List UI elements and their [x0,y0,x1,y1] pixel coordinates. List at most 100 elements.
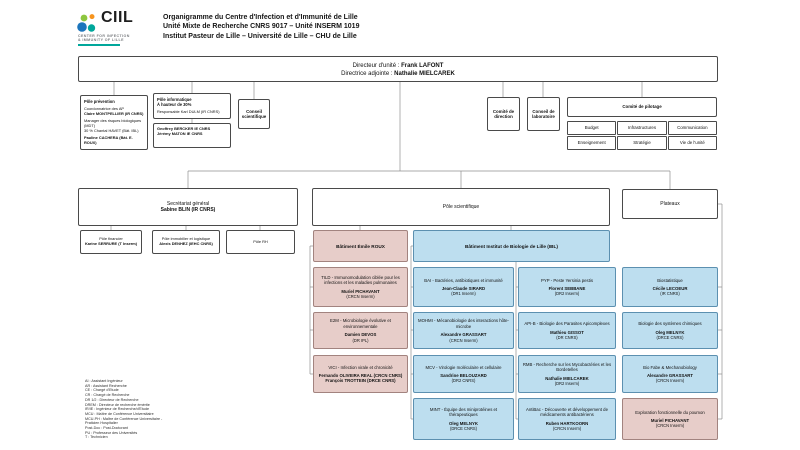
title-line1: Organigramme du Centre d'Infection et d'… [163,14,358,21]
pole-informatique-subtitle: À hauteur de 30% [157,102,192,108]
document-title: Organigramme du Centre d'Infection et d'… [163,13,359,41]
pole-scientifique-box: Pôle scientifique [312,188,610,226]
team-leader: Florent SEBBANE [548,286,586,292]
team-co-leader: François TROTTEIN (DRCE CNRS) [325,378,396,384]
informatique-staff2: Jérémy MATON IE CNRS [157,130,203,136]
comite-direction-box: Comité de direction [487,97,520,131]
team-leader: Oleg MELNYK [449,420,478,426]
logo-subtitle-line1: CENTER FOR INFECTION [78,34,130,38]
pole-financier-box: Pôle financier Karine SERRURE (T Inserm) [80,230,142,254]
pilotage-cell-infrastructures: Infrastructures [617,121,667,135]
legend-line: MCU-PH : Maître de Conférence Universita… [85,416,163,421]
team-box-pyp: PYP - Peste Yersinia pestis Florent SEBB… [518,267,616,307]
deputy-label: Directrice adjointe : [341,71,395,77]
pilotage-grid: Budget Infrastructures Communication Ens… [567,121,717,150]
plateau-leader: Oleg MELNYK [655,329,685,335]
prevention-line1: Coordonnatrice des AP [84,105,125,111]
team-leader-status: (DR1 Inserm) [451,291,476,297]
plateau-leader: Muriel PICHAVANT [650,418,690,424]
ciil-logo-icon [76,12,100,38]
logo-acronym: CIIL [101,9,134,26]
team-leader: Jean-Claude SIRARD [441,286,486,292]
team-title: RMB - Recherche sur les Mycobactéries et… [522,361,612,373]
plateau-leader: Alexandre GRASSART [646,373,694,379]
pilotage-cell-strategie: Stratégie [617,136,667,150]
logo-subtitle-line2: & IMMUNITY OF LILLE [78,38,124,43]
team-leader-status: (DR2 Inserm) [554,291,580,297]
team-leader: Muriel PICHAVANT [341,288,380,294]
team-leader: Fernando OLIVEIRA REAL (CRCN CNRS) [318,372,403,378]
pilotage-cell-communication: Communication [667,121,717,135]
informatique-staff1: Geoffrey BERCKER IE CNRS [157,126,211,131]
conseil-laboratoire-box: Conseil de laboratoire [527,97,560,131]
legend-line: MCU : Maître de Conférence Universitaire [85,411,154,416]
plateau-leader-status: (CRCN Inserm) [655,423,685,429]
comite-pilotage-box: Comité de pilotage [567,97,717,117]
legend-line: Post-Doc : Post-Doctorant [85,426,128,431]
director-line: Directeur d'unité : Frank LAFONT [79,62,717,70]
pole-informatique-title: Pôle informatique [157,97,192,102]
pole-immobilier-name: Alexis DENHEZ (IEHC CNRS) [159,241,213,246]
plateau-title: Bio Fabe & Mechanobiology [643,364,697,370]
pole-prevention-box: Pôle prévention Coordonnatrice des AP Cl… [80,95,148,150]
conseil-scientifique-box: Conseil scientifique [238,99,270,129]
team-leader-status: (CRCN Inserm) [552,426,582,432]
legend-line: T : Technicien [85,435,108,440]
secretariat-box: Secrétariat général Sabine BLIN (IR CNRS… [78,188,298,226]
plateau-box-exploration-poumon: Exploration fonctionnelle du poumon Muri… [622,398,718,440]
team-leader: Mathieu GISSOT [550,329,584,335]
direction-box: Directeur d'unité : Frank LAFONT Directr… [78,56,718,82]
director-label: Directeur d'unité : [352,63,402,69]
legend-line: PU : Professeur des Universités [85,430,138,435]
team-title: AntiBac - Découverte et développement de… [526,406,608,418]
legend-line: DR 1/2 : Directeur de Recherche [85,397,139,402]
team-box-mcv: MCV - Virologie moléculaire et cellulair… [413,355,514,393]
team-leader-status: (CRCN Inserm) [449,337,478,343]
prevention-line3: Manager des risques biologiques (MDT) [84,118,142,129]
deputy-director-line: Directrice adjointe : Nathalie MIELCAREK [79,70,717,78]
informatique-staff-box: Geoffrey BERCKER IE CNRS Jérémy MATON IE… [153,123,231,148]
team-title: PYP - Peste Yersinia pestis [541,277,593,283]
title-line3: Institut Pasteur de Lille – Université d… [163,32,357,40]
plateau-leader: Cécile LECOEUR [652,286,688,292]
plateau-leader-status: (CRCN Inserm) [655,378,685,384]
team-title: TILD - Immunomodulation ciblée pour les … [321,274,400,286]
pole-immobilier-title: Pôle immobilier et logistique [161,236,211,242]
team-leader-status: (DRCE CNRS) [449,426,478,432]
plateau-box-biofab-mechanobiology: Bio Fabe & Mechanobiology Alexandre GRAS… [622,355,718,393]
team-title: VICI - Infection virale et chronicité [328,364,393,370]
team-title: MCV - Virologie moléculaire et cellulair… [425,364,502,370]
logo-subtitle: CENTER FOR INFECTION & IMMUNITY OF LILLE [78,34,130,46]
plateau-title: Biostatistique [657,277,683,283]
legend-line: AR : Assistant Recherche [85,383,127,388]
pole-financier-name: Karine SERRURE (T Inserm) [84,241,138,246]
team-title: MINT - Équipe des miniprotéines et théra… [429,406,498,418]
team-leader: Ruben HARTKOORN [545,420,589,426]
legend-line: CE : Chargé d'Etude [85,388,119,393]
team-title: MOHMI - Mécanobiologie des interactions … [418,318,509,329]
deputy-name: Nathalie MIELCAREK [394,71,455,77]
pole-immobilier-box: Pôle immobilier et logistique Alexis DEN… [152,230,220,254]
team-box-antibac: AntiBac - Découverte et développement de… [518,398,616,440]
team-title: BAI - Bactéries, antibiotiques et immuni… [424,277,503,283]
team-box-vici: VICI - Infection virale et chronicité Fe… [313,355,408,393]
pole-informatique-box: Pôle informatique À hauteur de 30% Respo… [153,93,231,119]
legend-line: IR/IE : Ingénieur de Recherche/d'Etude [85,407,150,412]
team-leader: Sandrine BELOUZARD [440,373,487,379]
plateau-title: Biologie des systèmes chimiques [638,321,702,327]
plateau-leader-status: (DRCE CNRS) [656,334,684,340]
legend-line: AI : Assistant Ingénieur [85,379,123,383]
team-leader-status: (DR2 CNRS) [451,378,476,384]
team-box-e2m: E2M - Microbiologie évolutive et environ… [313,312,408,349]
prevention-line4: 30 % Chantal HAVET (Bât. IBL) [84,128,139,134]
team-box-apib: API-B - Biologie des Parasites Apicomple… [518,312,616,349]
prevention-line5: Pauline CACHERA (Bât. E. ROUX) [84,135,133,146]
pilotage-cell-enseignement: Enseignement [567,136,617,150]
team-leader-status: (DR IPL) [352,337,369,343]
plateau-box-biostatistique: Biostatistique Cécile LECOEUR (IR CNRS) [622,267,718,307]
batiment-emile-roux-header: Bâtiment Émile ROUX [313,230,408,262]
pole-rh-box: Pôle RH [226,230,295,254]
team-box-rmb: RMB - Recherche sur les Mycobactéries et… [518,355,616,393]
team-leader: Alexandre GRASSART [440,332,487,338]
